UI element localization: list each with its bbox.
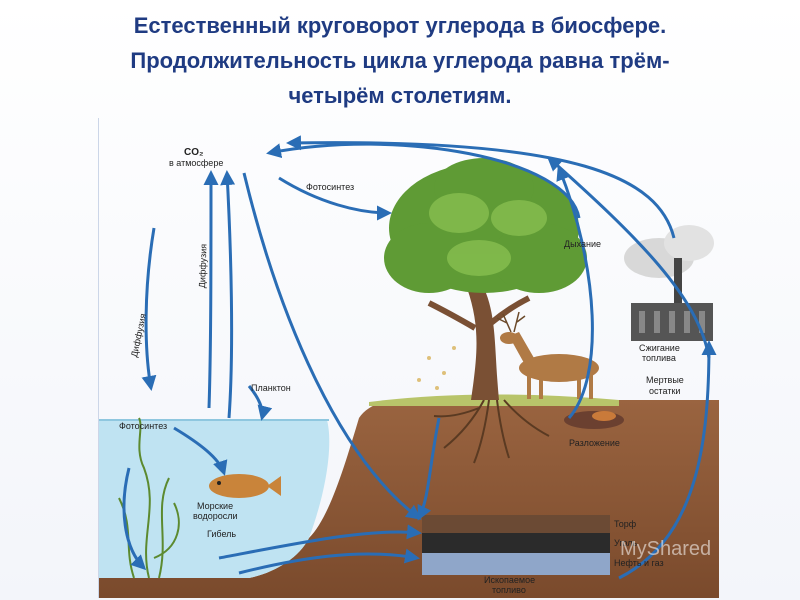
title-line-3: четырём столетиям. (288, 83, 512, 108)
dead-remains (564, 411, 624, 429)
arrow-dead-to-respiration (546, 156, 711, 359)
death-label: Гибель (207, 529, 237, 539)
carbon-cycle-diagram: CO₂ в атмосфере Фотосинтез Дыхание Сжига… (98, 118, 719, 598)
title-line-1: Естественный круговорот углерода в биосф… (133, 13, 667, 38)
diagram-illustration (99, 135, 719, 598)
slide-title: Естественный круговорот углерода в биосф… (0, 8, 800, 113)
decomposition-label: Разложение (569, 438, 620, 448)
oil-gas-layer (422, 553, 610, 575)
sea (99, 420, 330, 578)
oil-gas-label: Нефть и газ (614, 558, 664, 568)
arrow-plankton-to-sea (247, 385, 273, 421)
diffusion-label-2: Диффузия (197, 243, 209, 289)
arrow-tree-to-peat (417, 417, 441, 521)
arrow-sea-to-fossil (238, 548, 420, 575)
combustion-label-1: Сжигание (639, 343, 680, 353)
respiration-label: Дыхание (564, 239, 601, 249)
combustion-label-2: топлива (642, 353, 676, 363)
arrow-fossil-to-factory (618, 340, 717, 580)
arrow-seaweed-circle (122, 467, 147, 571)
seaweed-label-2: водоросли (193, 511, 238, 521)
peat-label: Торф (614, 519, 637, 529)
photosynthesis-land-label: Фотосинтез (306, 182, 355, 192)
arrow-atm-to-photosynthesis (278, 176, 392, 221)
dead-remains-label-2: остатки (649, 386, 681, 396)
coal-label: Уголь (614, 538, 638, 548)
watermark-logo: MyShared (620, 538, 712, 560)
co2-label: CO₂ (184, 147, 204, 158)
arrow-respiration-to-atmosphere (266, 142, 581, 219)
arrow-factory-to-atmosphere (286, 135, 676, 239)
fossil-fuel-label-2: топливо (492, 585, 526, 595)
arrow-death-to-fossil (218, 524, 422, 560)
arrow-diffusion-up (203, 170, 219, 409)
fossil-fuel-label-1: Ископаемое (484, 575, 536, 585)
plankton-label: Планктон (251, 383, 291, 393)
peat-layer (422, 515, 610, 533)
deer (500, 332, 599, 399)
coal-layer (422, 533, 610, 553)
arrow-diffusion-down (141, 227, 157, 391)
atmosphere-label: в атмосфере (169, 158, 224, 168)
seaweed-label-1: Морские (197, 501, 234, 511)
arrow-plankton-to-atmosphere (220, 170, 236, 419)
tree-trunk (467, 288, 499, 400)
arrow-atm-to-fossil (242, 172, 422, 520)
dead-remains-label-1: Мертвые (646, 375, 684, 385)
photosynthesis-sea-label: Фотосинтез (119, 421, 168, 431)
title-line-2: Продолжительность цикла углерода равна т… (130, 48, 670, 73)
arrow-decomposition-to-atmosphere (556, 165, 594, 419)
fish (209, 474, 281, 498)
arrow-seaweed-photosynthesis (173, 426, 228, 476)
tree-crown (384, 158, 587, 293)
